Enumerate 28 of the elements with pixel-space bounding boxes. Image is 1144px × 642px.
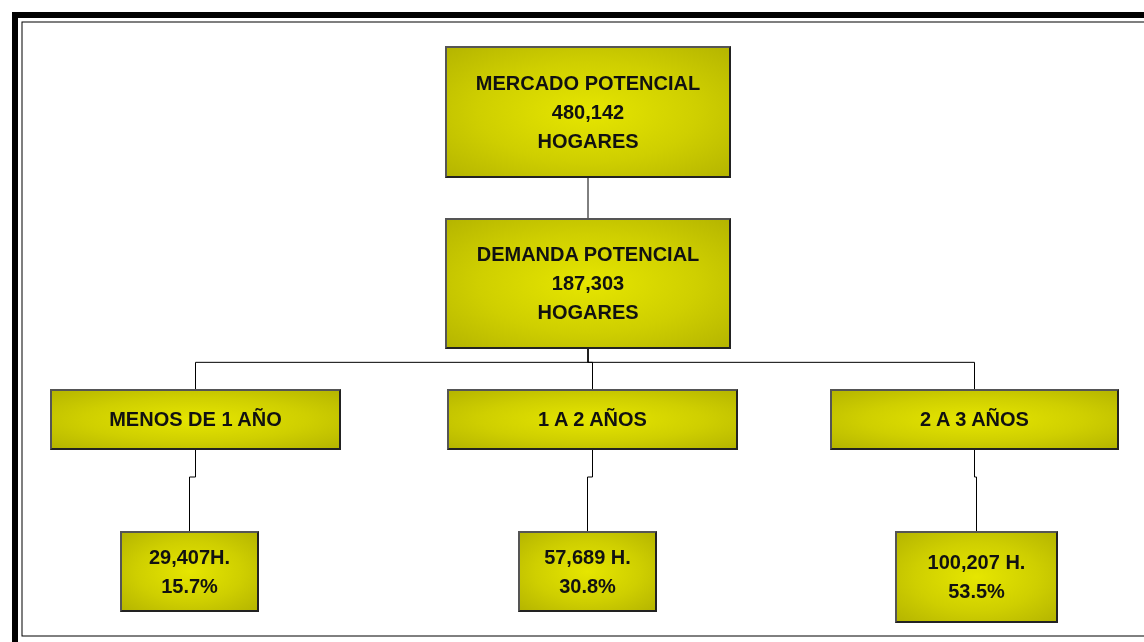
process-box [830,389,1119,450]
box-label: 480,142 [551,99,625,125]
process-box [445,46,731,178]
connector-line [189,449,196,532]
box-label: 187,303 [551,271,625,296]
process-box [895,531,1058,623]
box-label: 100,207 H. [927,550,1026,575]
box-label: MERCADO POTENCIAL [475,70,701,96]
process-box [518,531,657,612]
process-box [445,218,731,349]
box-label: 15.7% [161,573,218,599]
box-label: 29,407H. [148,544,231,570]
connector-line [587,348,975,390]
box-label: 1 A 2 AÑOS [538,407,647,432]
process-box [447,389,738,450]
box-label: DEMANDA POTENCIAL [476,242,700,267]
process-box [50,389,341,450]
process-box [120,531,259,612]
box-label: 57,689 H. [544,544,631,570]
connector-line [587,177,589,219]
box-label: 30.8% [559,573,616,599]
connector-line [587,449,593,532]
box-label: HOGARES [537,300,639,325]
box-label: 53.5% [948,579,1005,604]
box-label: MENOS DE 1 AÑO [109,407,282,432]
box-label: HOGARES [537,128,639,154]
box-label: 2 A 3 AÑOS [920,407,1029,432]
connector-line [974,449,977,532]
